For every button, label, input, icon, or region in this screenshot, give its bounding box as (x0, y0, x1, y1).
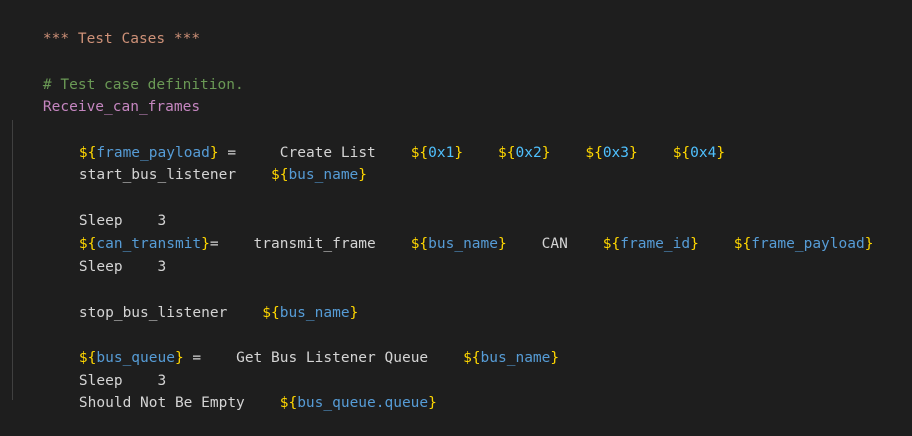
argument: frame_id (620, 236, 691, 252)
assignment-operator: = (209, 236, 219, 252)
argument: 3 (157, 213, 167, 229)
argument: bus_name (279, 305, 350, 321)
argument: 0x4 (690, 145, 717, 161)
code-line-sleep: Sleep 3 (44, 348, 166, 389)
keyword: transmit_frame (253, 236, 376, 252)
argument: 0x3 (602, 145, 630, 161)
assignment-operator: = (183, 350, 202, 366)
code-line-comment: # Test case definition. (8, 52, 244, 93)
brace-open: ${ (78, 145, 97, 161)
argument: 0x1 (428, 145, 455, 161)
test-case-name: Receive_can_frames (42, 99, 201, 115)
argument: bus_name (480, 350, 551, 366)
code-line-sleep: Sleep 3 (44, 188, 166, 229)
keyword: Create List (279, 145, 376, 161)
variable-name: bus_queue (96, 350, 175, 366)
code-line-test-case-name: Receive_can_frames (8, 74, 200, 115)
code-line-section-header: *** Test Cases *** (8, 6, 200, 47)
comment-text: # Test case definition. (42, 77, 244, 93)
code-line-get-bus-listener-queue: ${bus_queue} = Get Bus Listener Queue ${… (78, 350, 560, 366)
argument: CAN (541, 236, 568, 252)
keyword: Sleep (78, 213, 123, 229)
section-header: *** Test Cases *** (42, 31, 201, 47)
keyword: Sleep (78, 373, 123, 389)
keyword: Get Bus Listener Queue (236, 350, 429, 366)
argument: bus_name (428, 236, 498, 252)
code-editor[interactable]: *** Test Cases *** # Test case definitio… (0, 0, 912, 411)
keyword: start_bus_listener (78, 167, 237, 183)
variable-name: frame_payload (96, 145, 210, 161)
argument: 0x2 (515, 145, 542, 161)
argument: bus_queue.queue (297, 395, 429, 411)
code-line-transmit-frame: ${can_transmit}= transmit_frame ${bus_na… (78, 236, 874, 252)
keyword: stop_bus_listener (78, 305, 228, 321)
code-line-create-list: ${frame_payload} = Create List ${0x1} ${… (78, 145, 726, 161)
indent-guide (12, 120, 13, 400)
keyword: Sleep (78, 259, 123, 275)
argument: 3 (157, 373, 167, 389)
argument: bus_name (288, 167, 359, 183)
code-line-start-bus-listener: start_bus_listener ${bus_name} (78, 167, 368, 183)
brace-close: } (209, 145, 219, 161)
argument: frame_payload (751, 236, 865, 252)
code-line-stop-bus-listener: stop_bus_listener ${bus_name} (78, 305, 359, 321)
code-line-sleep: Sleep 3 (44, 234, 166, 275)
argument: 3 (157, 259, 167, 275)
variable-name: can_transmit (96, 236, 202, 252)
code-line-should-not-be-empty: Should Not Be Empty ${bus_queue.queue} (78, 395, 437, 411)
assignment-operator: = (218, 145, 237, 161)
keyword: Should Not Be Empty (78, 395, 245, 411)
